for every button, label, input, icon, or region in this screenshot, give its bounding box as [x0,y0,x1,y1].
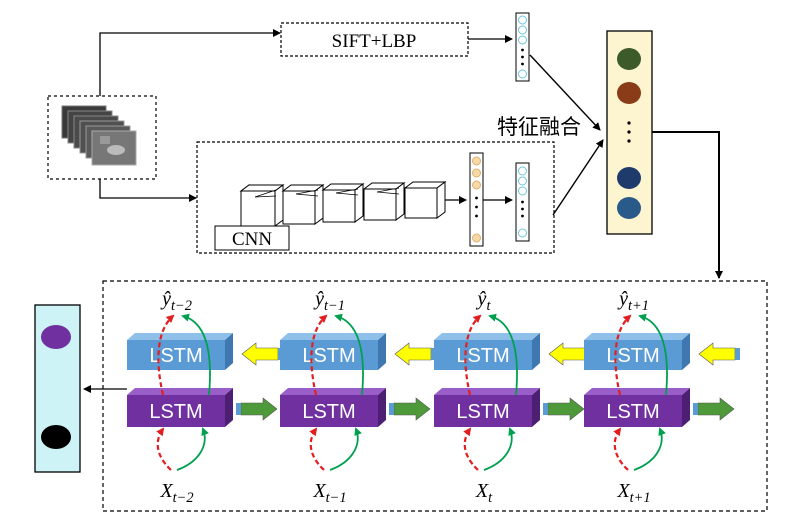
output-label: ŷt−1 [313,288,345,314]
lstm-cell-label: LSTM [456,401,509,423]
feature-vector-icon [515,12,530,82]
cnn-to-fusion-connector [552,139,604,216]
input-to-backward-path [329,427,362,471]
arrow-left-icon [698,342,740,366]
video-frames-box [47,95,157,180]
output-label: ŷt+1 [617,288,649,314]
input-to-forward-path [463,427,479,471]
lstm-backward-cell: LSTM [280,333,386,370]
sift-lbp-label: SIFT+LBP [332,31,417,52]
lstm-forward-cell: LSTM [434,388,540,427]
input-to-forward-path [613,427,629,471]
lstm-cell-label: LSTM [302,401,355,423]
lstm-cell-label: LSTM [149,401,202,423]
lstm-cell-label: LSTM [606,345,659,367]
cnn-label: CNN [232,229,272,250]
conv-layer-icon [239,181,447,227]
output-vector [34,304,81,473]
input-to-forward-path [156,427,172,471]
lstm-backward-cell: LSTM [584,333,690,370]
feature-vector-icon [469,152,484,247]
feature-vector-icon [515,162,530,242]
forward-to-output-path [464,314,482,396]
sift-lbp-box: SIFT+LBP [280,22,469,57]
arrow-left-icon [241,342,283,366]
lstm-backward-cell: LSTM [434,333,540,370]
backward-to-output-path [181,313,211,396]
fusion-to-lstm-connector [652,131,723,279]
lstm-cell-label: LSTM [456,345,509,367]
frames-to-cnn-connector [99,179,197,202]
arrow-right-icon [543,397,585,421]
fusion-label: 特征融合 [497,115,581,139]
lstm-forward-cell: LSTM [584,388,690,427]
forward-to-output-path [310,314,328,396]
lstm-cell-label: LSTM [606,401,659,423]
output-label: ŷt−2 [160,288,192,314]
input-label: Xt [475,480,493,506]
forward-to-output-path [614,314,632,396]
backward-to-output-path [334,313,364,396]
lstm-cell-label: LSTM [302,345,355,367]
arrow-left-icon [394,342,436,366]
lstm-columns: LSTM LSTM ŷt−2Xt−2 LSTM LSTM ŷt−1Xt−1 LSTM LSTM… [127,288,740,506]
arrow-right-icon [389,397,431,421]
video-frames-icon [61,105,137,166]
lstm-cell-label: LSTM [149,345,202,367]
lstm-forward-cell: LSTM [280,388,386,427]
sift-vector-to-fusion-connector [529,54,601,131]
forward-to-output-path [157,314,175,396]
arrow-left-icon [548,342,590,366]
backward-to-output-path [638,313,668,396]
input-to-backward-path [483,427,516,471]
arrow-right-icon [693,397,735,421]
fused-feature-vector [606,30,653,235]
lstm-region [102,280,768,512]
lstm-backward-cell: LSTM [127,333,233,370]
frames-to-sift-connector [99,29,281,96]
input-to-forward-path [309,427,325,471]
lstm-forward-cell: LSTM [127,388,233,427]
input-label: Xt−1 [312,480,346,506]
backward-to-output-path [488,313,518,396]
cnn-box: CNN [196,141,555,254]
arrow-right-icon [236,397,278,421]
input-to-backward-path [633,427,666,471]
input-to-backward-path [176,427,209,471]
input-label: Xt−2 [159,480,193,506]
input-label: Xt+1 [616,480,650,506]
output-label: ŷt [476,288,492,314]
